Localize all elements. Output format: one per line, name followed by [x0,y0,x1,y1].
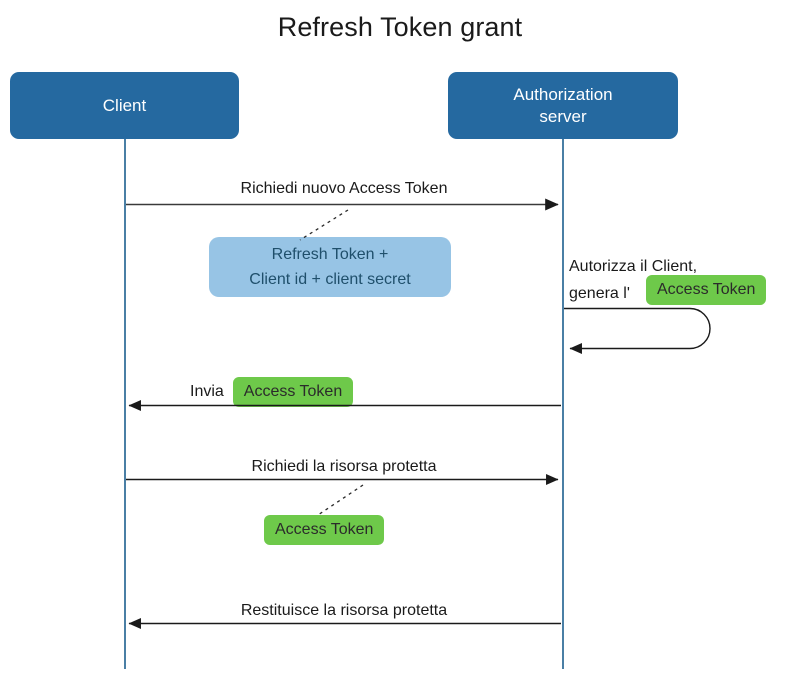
message-label-invia: Invia [190,383,224,400]
connector-note-2 [317,484,364,516]
message-label-richiedi-la-risorsa-protetta: Richiedi la risorsa protetta [251,458,437,475]
arrow-message-2-self [564,307,711,355]
note-line-1: Refresh Token + [271,246,389,263]
token-badge-access-token-sent: Access Token [232,377,354,407]
message-label-invia-access-token: Invia Access Token [190,377,354,407]
page-title: Refresh Token grant [277,12,523,42]
message-label-richiedi-nuovo-access-token: Richiedi nuovo Access Token [240,180,448,197]
message-label-autorizza-il-client: Autorizza il Client, genera l' [569,253,697,307]
actor-label-authorization-server: Authorization server [513,84,613,126]
connector-note-1 [299,209,349,241]
lifeline-client [124,139,126,669]
token-badge-access-token-generated: Access Token [646,275,767,305]
actor-box-authorization-server[interactable]: Authorization server [448,72,678,139]
actor-box-client[interactable]: Client [10,72,239,139]
token-badge-access-token-resource-request: Access Token [264,515,385,545]
actor-label-client: Client [102,95,147,115]
selfmsg-line-2: genera l' [569,285,630,302]
message-label-restituisce-la-risorsa-protetta: Restituisce la risorsa protetta [240,602,448,619]
note-line-2: Client id + client secret [249,271,411,288]
note-refresh-token-credentials: Refresh Token + Client id + client secre… [209,237,451,297]
lifeline-authorization-server [562,139,564,669]
selfmsg-line-1: Autorizza il Client, [569,258,698,275]
